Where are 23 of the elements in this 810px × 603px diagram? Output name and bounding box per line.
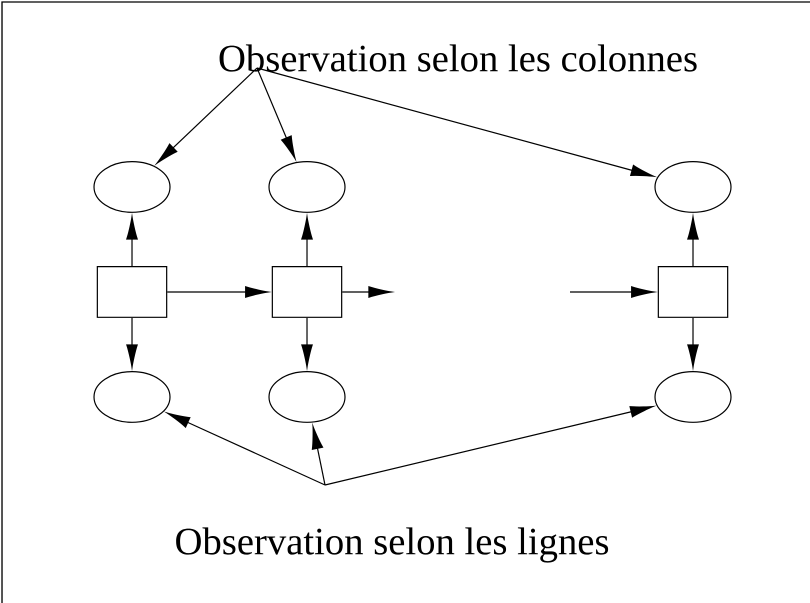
arrow (687, 216, 699, 266)
arrow (126, 216, 138, 266)
arrow (126, 318, 138, 368)
ellipse (654, 371, 732, 423)
arrow (301, 318, 313, 368)
arrow (167, 286, 268, 298)
arrow (570, 286, 654, 298)
ellipse (268, 371, 346, 423)
heading-text: Observation selon les colonnes (220, 44, 697, 72)
square-box (96, 266, 168, 318)
heading-text: Observation selon les lignes (176, 527, 608, 563)
arrow (256, 68, 296, 159)
square-box (658, 266, 728, 318)
arrow (342, 286, 392, 298)
arrow (687, 318, 699, 368)
ellipse (93, 371, 171, 423)
arrow (256, 67, 654, 177)
ellipse (654, 161, 732, 213)
ellipse (268, 161, 346, 213)
arrow (301, 216, 313, 266)
arrow (156, 68, 258, 164)
ellipse (93, 161, 171, 213)
square-box (272, 266, 342, 318)
